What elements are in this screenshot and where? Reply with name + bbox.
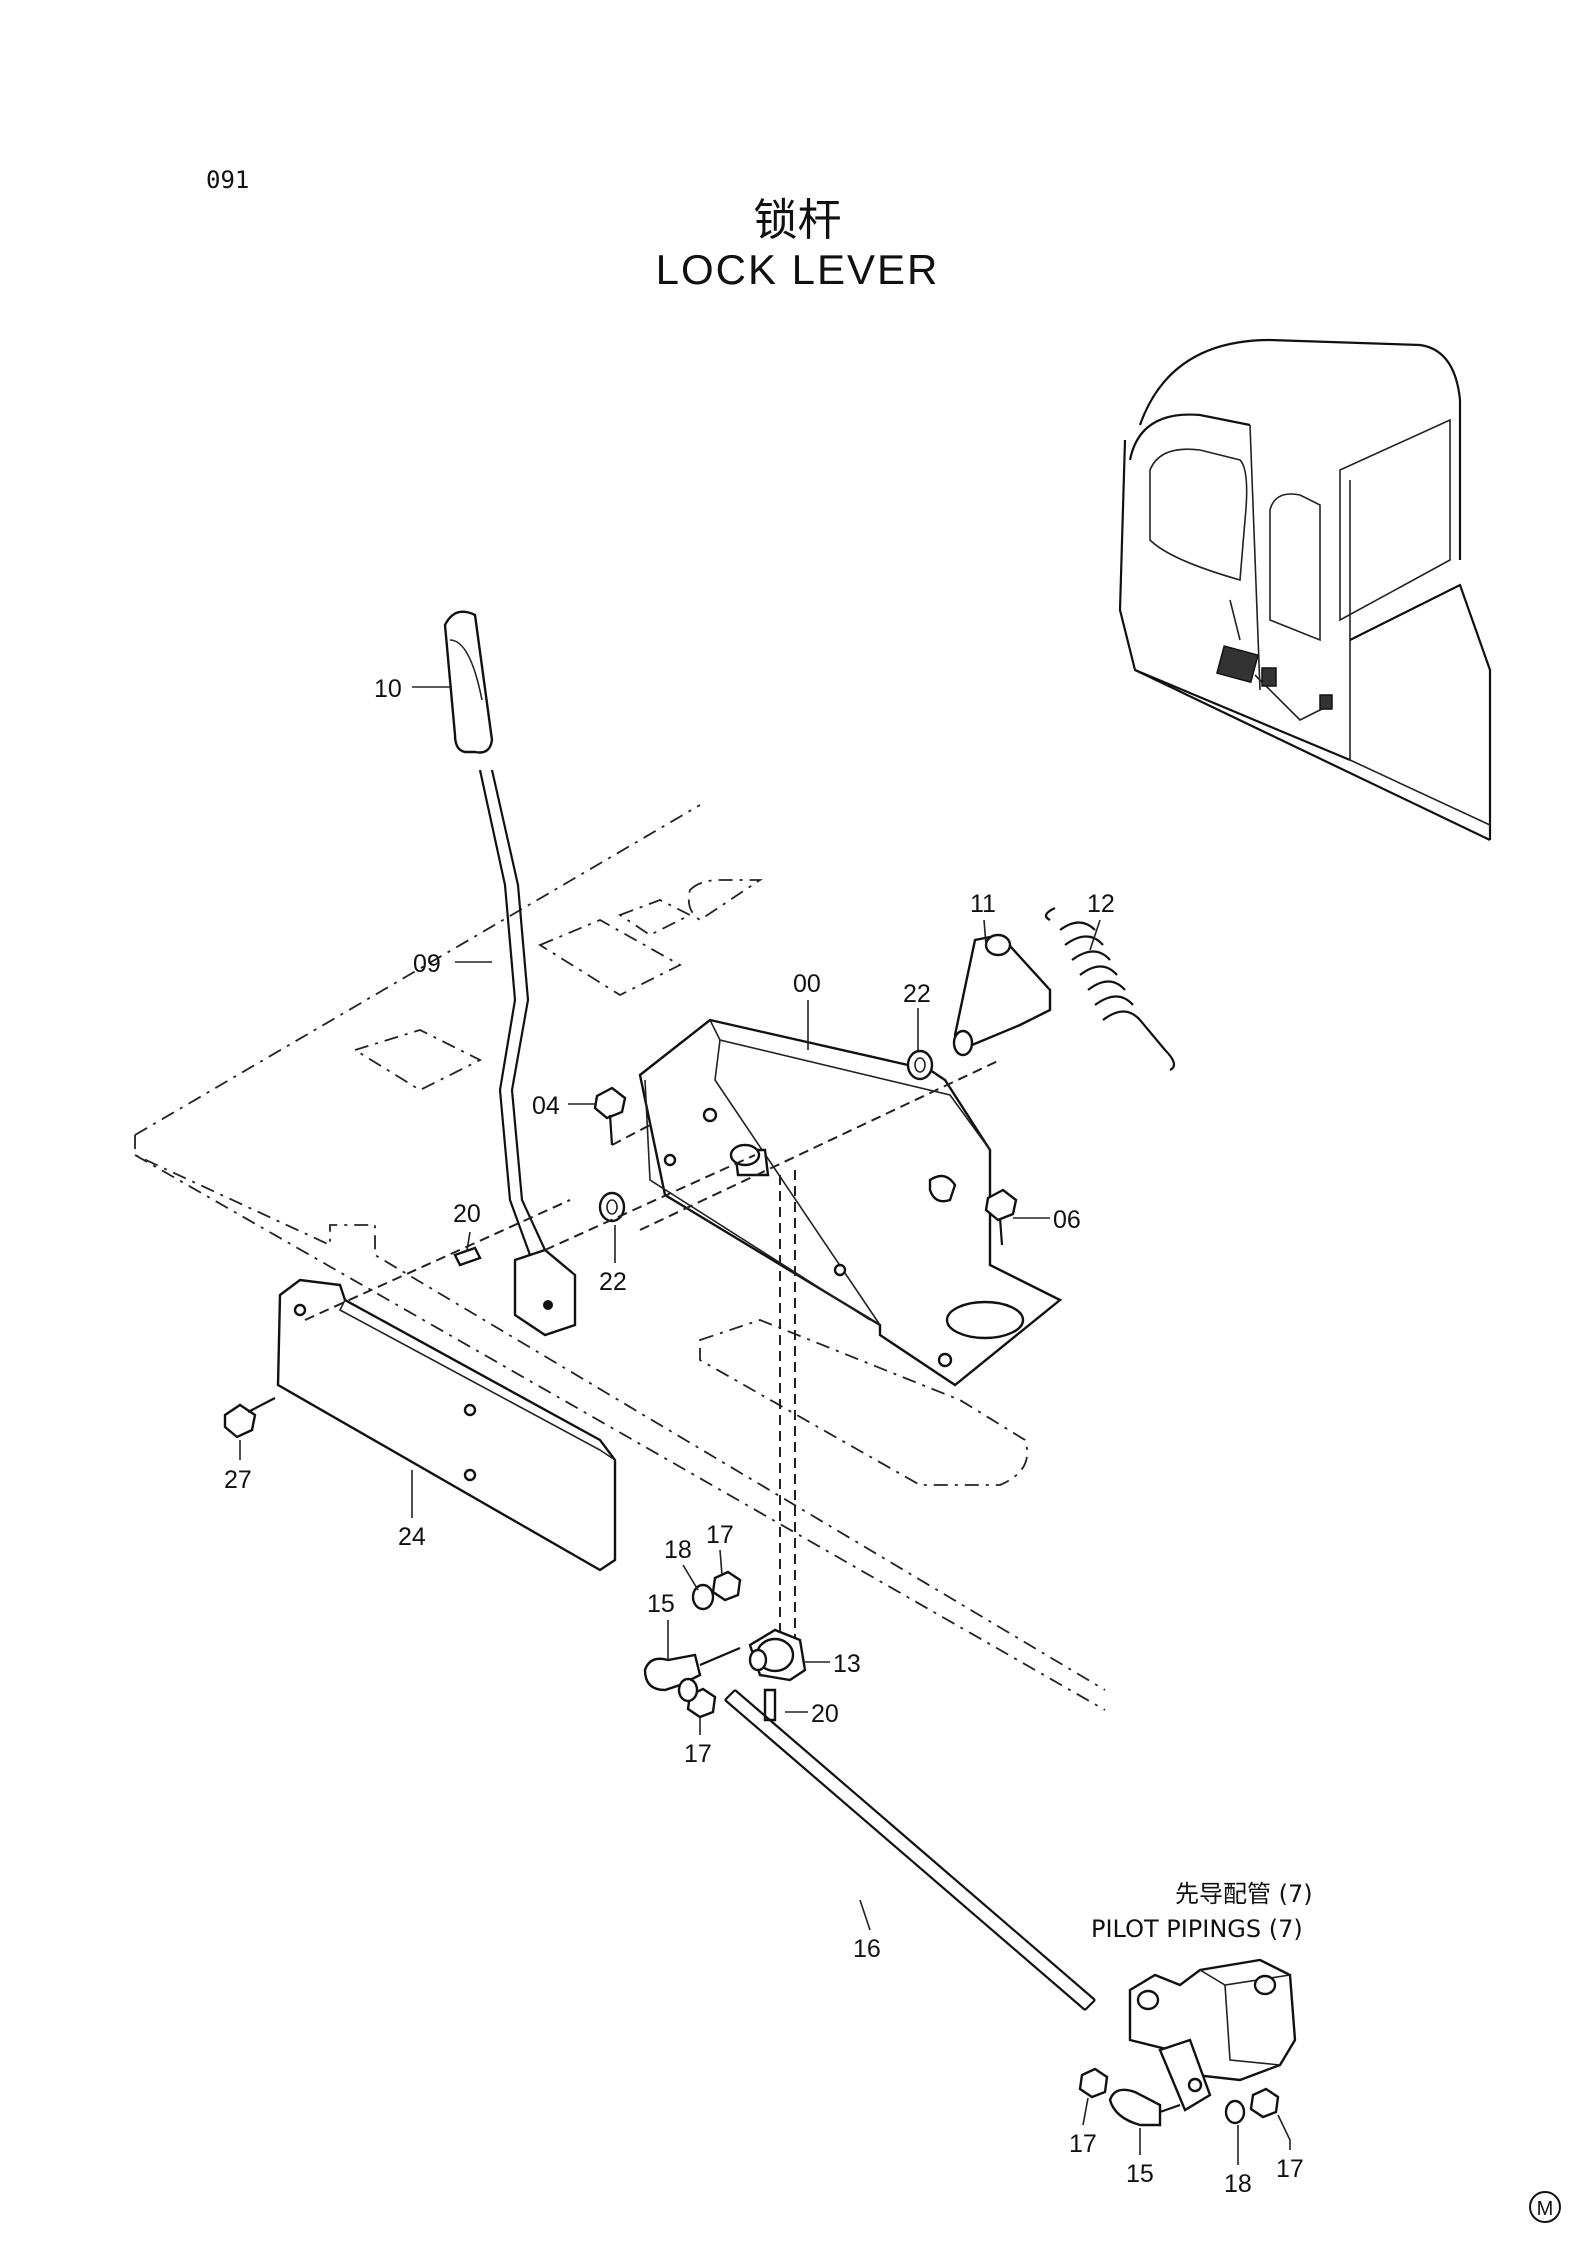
callout-11: 11 bbox=[970, 890, 996, 918]
lock-lever-bracket-assembly bbox=[638, 1018, 1063, 1387]
pin-20-upper bbox=[453, 1246, 482, 1267]
pilot-note-chinese: 先导配管 (7) bbox=[1175, 1880, 1313, 1908]
callout-09: 09 bbox=[413, 950, 441, 978]
callout-27: 27 bbox=[224, 1466, 252, 1494]
control-rod bbox=[724, 1689, 1096, 2011]
callout-12: 12 bbox=[1087, 890, 1115, 918]
callout-17-lower-right: 17 bbox=[1276, 2155, 1304, 2183]
nut-17-upper bbox=[711, 1570, 742, 1602]
callout-17-lower-left: 17 bbox=[1069, 2130, 1097, 2158]
callout-17-upper: 17 bbox=[706, 1521, 734, 1549]
bolt-27 bbox=[223, 1397, 276, 1439]
bolt-06 bbox=[984, 1188, 1018, 1246]
nut-17-lower-left bbox=[1078, 2067, 1109, 2099]
washer-18-upper bbox=[691, 1583, 715, 1611]
lock-lever-rod bbox=[478, 769, 546, 1256]
part-callouts: 10 09 00 11 12 22 04 06 20 22 27 24 18 1… bbox=[224, 675, 1304, 2198]
lever-link-13 bbox=[748, 1628, 807, 1682]
page-title-chinese: 锁杆 bbox=[753, 195, 842, 246]
cab-location-inset bbox=[1118, 338, 1492, 841]
cover-plate bbox=[276, 1278, 617, 1572]
svg-text:M: M bbox=[1537, 2198, 1554, 2220]
page-title: LOCK LEVER bbox=[655, 246, 940, 293]
washer-22-lower bbox=[598, 1191, 626, 1223]
callout-06: 06 bbox=[1053, 1206, 1081, 1234]
callout-22-upper: 22 bbox=[903, 980, 931, 1008]
circled-m-mark: M bbox=[1529, 2191, 1561, 2223]
callout-15-lower: 15 bbox=[1126, 2160, 1154, 2188]
leader-lines bbox=[239, 686, 1291, 2165]
pilot-note-english: PILOT PIPINGS (7) bbox=[1091, 1915, 1303, 1943]
pilot-valve bbox=[1128, 1958, 1297, 2112]
callout-24: 24 bbox=[398, 1523, 426, 1551]
callout-13: 13 bbox=[833, 1650, 861, 1678]
callout-00: 00 bbox=[793, 970, 821, 998]
callout-22-lower: 22 bbox=[599, 1268, 627, 1296]
callout-18-lower: 18 bbox=[1224, 2170, 1252, 2198]
callout-04: 04 bbox=[532, 1092, 560, 1120]
callout-18-upper: 18 bbox=[664, 1536, 692, 1564]
callout-17-mid: 17 bbox=[684, 1740, 712, 1768]
washer-22-upper bbox=[906, 1049, 934, 1081]
page-number: 091 bbox=[206, 166, 250, 194]
coil-spring bbox=[1044, 907, 1176, 1071]
nut-17-lower-right bbox=[1249, 2087, 1280, 2119]
lever-grip bbox=[443, 610, 494, 754]
callout-20-lower: 20 bbox=[811, 1700, 839, 1728]
floor-plate-outline bbox=[134, 804, 1106, 1711]
ball-joint-15-lower bbox=[1108, 2088, 1181, 2127]
washer-18-lower bbox=[1224, 2099, 1246, 2125]
callout-15-upper: 15 bbox=[647, 1590, 675, 1618]
callout-10: 10 bbox=[374, 675, 402, 703]
pin-part bbox=[952, 933, 1052, 1057]
callout-20-upper: 20 bbox=[453, 1200, 481, 1228]
callout-16: 16 bbox=[853, 1935, 881, 1963]
lever-pivot-block bbox=[513, 1248, 577, 1337]
bolt-04 bbox=[593, 1086, 627, 1146]
pin-20-lower bbox=[763, 1688, 777, 1722]
lock-lever-location-marker bbox=[1216, 645, 1259, 684]
